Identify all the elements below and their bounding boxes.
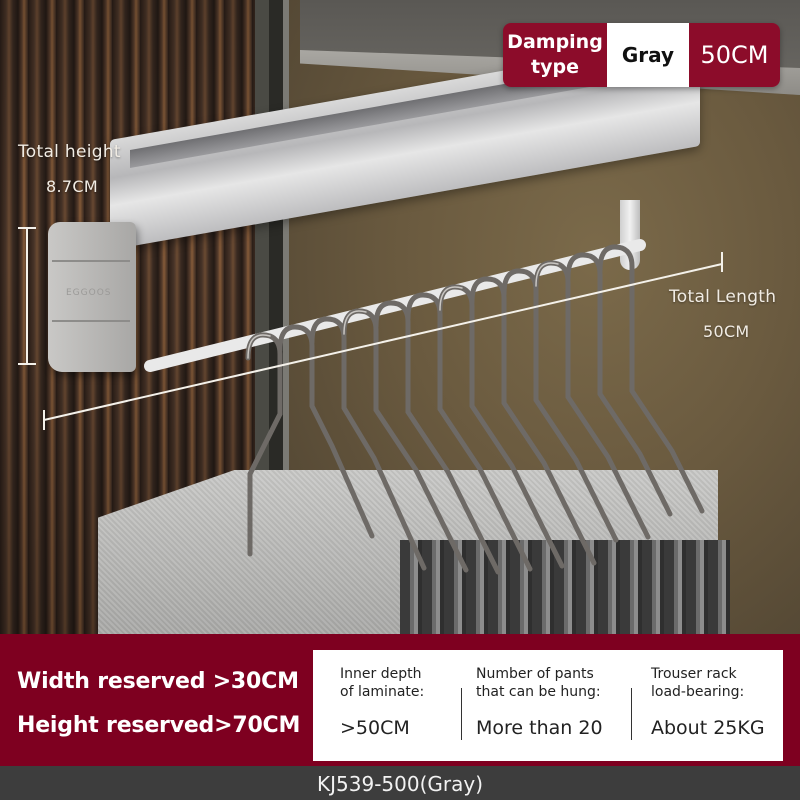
damping-type-label: Damping type xyxy=(503,23,607,87)
end-cap-groove xyxy=(52,320,130,322)
total-height-title: Total height xyxy=(18,142,121,162)
spec-value: About 25KG xyxy=(651,717,765,739)
total-height-value: 8.7CM xyxy=(46,177,98,196)
spec-value: >50CM xyxy=(340,717,410,739)
spec-label: Number of pants xyxy=(476,666,594,682)
height-dimension-line xyxy=(26,228,28,364)
total-length-value: 50CM xyxy=(703,322,750,341)
spec-divider xyxy=(631,688,632,740)
spec-banner: Width reserved >30CM Height reserved>70C… xyxy=(0,634,800,766)
reserved-space-info: Width reserved >30CM Height reserved>70C… xyxy=(17,660,300,748)
brand-mark: EGGOOS xyxy=(66,288,112,298)
height-reserved-text: Height reserved>70CM xyxy=(17,713,301,738)
hanging-trousers-dark xyxy=(400,540,730,640)
spec-label: of laminate: xyxy=(340,684,425,700)
size-label: 50CM xyxy=(689,23,780,87)
model-footer: KJ539-500(Gray) xyxy=(0,766,800,800)
spec-label: load-bearing: xyxy=(651,684,745,700)
spec-pants-count: Number of pants that can be hung: More t… xyxy=(476,650,603,739)
color-label: Gray xyxy=(607,23,689,87)
spec-label: Trouser rack xyxy=(651,666,737,682)
spec-label: Inner depth xyxy=(340,666,422,682)
end-cap-groove xyxy=(52,260,130,262)
total-length-title: Total Length xyxy=(669,287,777,307)
cabinet-frame-edge xyxy=(283,0,289,640)
height-dimension-tick-bottom xyxy=(18,363,36,365)
variant-badge: Damping type Gray 50CM xyxy=(503,23,780,87)
spec-load-bearing: Trouser rack load-bearing: About 25KG xyxy=(651,650,765,739)
width-reserved-text: Width reserved >30CM xyxy=(17,669,299,694)
spec-table: Inner depth of laminate: >50CM Number of… xyxy=(313,650,783,761)
length-dimension-line xyxy=(43,252,723,430)
spec-label: that can be hung: xyxy=(476,684,601,700)
rail-end-cap: EGGOOS xyxy=(48,222,136,372)
height-dimension-tick-top xyxy=(18,227,36,229)
hangers-illustration xyxy=(144,239,705,575)
spec-inner-depth: Inner depth of laminate: >50CM xyxy=(340,650,424,739)
spec-value: More than 20 xyxy=(476,717,603,739)
spec-divider xyxy=(461,688,462,740)
